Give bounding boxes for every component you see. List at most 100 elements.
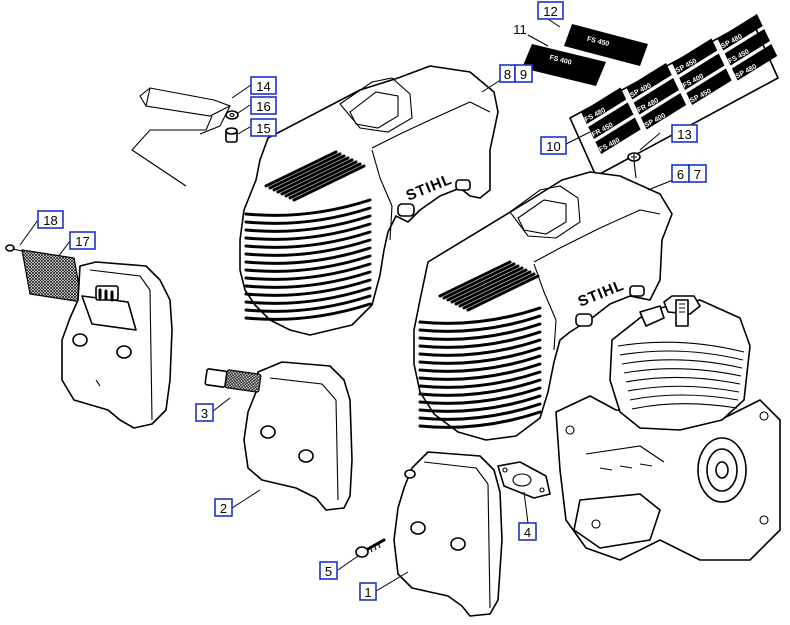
decal-cell <box>724 29 770 66</box>
gasket-part-4 <box>497 461 551 499</box>
callout-13-label: 13 <box>677 127 691 142</box>
cooling-fin <box>418 354 542 373</box>
callout-14: 14 <box>250 76 277 95</box>
cooling-fin <box>418 370 542 389</box>
cooling-fin <box>244 278 372 297</box>
callout-16-label: 16 <box>256 99 270 114</box>
callout-10-label: 10 <box>546 139 560 154</box>
cooling-fin <box>418 386 542 405</box>
cooling-fin <box>244 214 372 233</box>
callout-9: 9 <box>514 64 533 83</box>
grill-slat <box>450 266 524 304</box>
callout-6-label: 6 <box>677 167 684 182</box>
washer-part-16 <box>225 110 239 120</box>
leader-lines <box>19 18 674 592</box>
cooling-fin <box>418 362 542 381</box>
grill-slat <box>264 150 338 188</box>
callout-11: 11 <box>513 22 527 37</box>
cooling-fin <box>418 338 542 357</box>
callout-6: 6 <box>671 164 690 183</box>
cooling-fin <box>244 222 372 241</box>
callout-12: 12 <box>537 1 564 20</box>
decal-cell <box>626 63 672 100</box>
grill-slat <box>280 158 354 196</box>
callout-4: 4 <box>518 522 537 541</box>
cooling-fin <box>244 294 372 313</box>
screen-part-17 <box>21 249 83 303</box>
callout-18: 18 <box>37 210 64 229</box>
grill-slat <box>288 162 362 200</box>
muffler-assembly-left <box>61 261 173 429</box>
callout-18-label: 18 <box>43 213 57 228</box>
decal-cell <box>581 87 627 124</box>
grill-slat <box>272 154 346 192</box>
callout-15-label: 15 <box>256 121 270 136</box>
grill-slat <box>458 270 532 308</box>
cylinder-fin <box>625 376 741 385</box>
callout-8-label: 8 <box>504 67 511 82</box>
decal-cell <box>640 93 687 130</box>
cooling-fin <box>418 314 542 333</box>
cylinder-fin <box>619 350 744 361</box>
wire-bracket-part-14 <box>131 87 232 187</box>
cooling-fin <box>418 322 542 341</box>
grill-slat <box>446 264 520 302</box>
cylinder-fin <box>621 359 743 369</box>
grill-slat <box>466 274 540 312</box>
cooling-fin <box>244 230 372 249</box>
cylinder-fin <box>631 403 738 410</box>
decal-part-12: FS 450 <box>564 24 648 66</box>
cooling-fin <box>244 262 372 281</box>
callout-2: 2 <box>214 498 233 517</box>
callout-3: 3 <box>195 403 214 422</box>
callout-12-label: 12 <box>543 4 557 19</box>
decal-cell <box>672 38 718 75</box>
cylinder-fin <box>627 385 740 393</box>
cooling-fin <box>418 410 542 429</box>
cooling-fin <box>418 378 542 397</box>
callout-17: 17 <box>69 231 96 250</box>
callout-1-label: 1 <box>364 585 371 600</box>
shroud-part-6-7: STIHL <box>413 171 673 441</box>
screw-part-13 <box>627 152 641 179</box>
cylinder-fin <box>629 394 739 401</box>
cooling-fin <box>244 286 372 305</box>
cooling-fin <box>418 346 542 365</box>
callout-5-label: 5 <box>325 564 332 579</box>
grill-slat <box>438 260 512 298</box>
callout-7: 7 <box>688 164 707 183</box>
grill-slat <box>268 152 342 190</box>
muffler-shell-part-2 <box>243 361 353 511</box>
callouts: 1 2 3 4 5 6 7 8 <box>37 1 707 601</box>
grill-slat <box>442 262 516 300</box>
callout-8: 8 <box>499 64 516 83</box>
callout-4-label: 4 <box>524 525 531 540</box>
callout-11-label: 11 <box>513 22 527 37</box>
cooling-fin <box>244 254 372 273</box>
callout-16: 16 <box>250 96 277 115</box>
decal-cell <box>731 44 778 81</box>
shroud-part-8-9: STIHL <box>239 65 499 336</box>
decal-cell <box>588 102 634 139</box>
callout-14-label: 14 <box>256 79 270 94</box>
decal-cell <box>686 68 732 105</box>
cooling-fin <box>244 206 372 225</box>
screw-part-18 <box>5 244 23 252</box>
callout-17-label: 17 <box>75 234 89 249</box>
decal-cell <box>595 117 641 154</box>
grill-slat <box>276 156 350 194</box>
engine-block <box>555 295 781 561</box>
cooling-fin <box>244 198 372 217</box>
callout-1: 1 <box>359 582 377 601</box>
callout-10: 10 <box>540 136 567 155</box>
cylinder-fin <box>617 341 745 353</box>
cooling-fin <box>418 306 542 325</box>
cooling-fin <box>244 270 372 289</box>
callout-5: 5 <box>319 561 338 580</box>
muffler-body-part-1 <box>393 451 503 617</box>
cylinder-fin <box>623 368 742 377</box>
grill-slat <box>454 268 528 306</box>
callout-7-label: 7 <box>694 167 701 182</box>
